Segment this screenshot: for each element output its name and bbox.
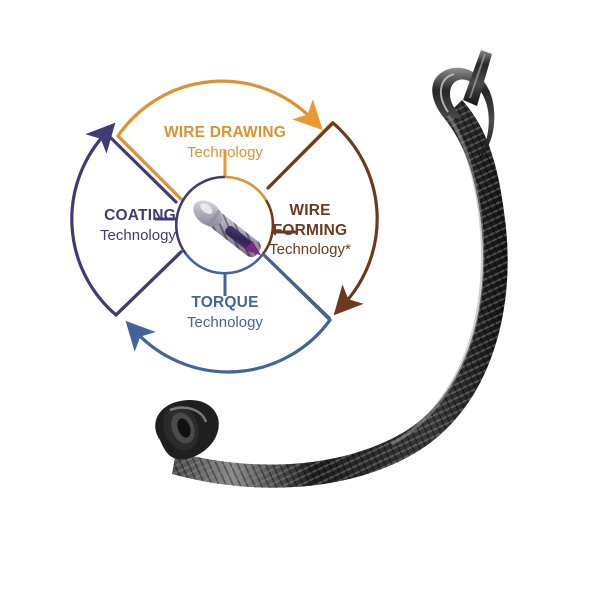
label-torque: TORQUE Technology: [187, 294, 263, 331]
wire-forming-subtitle: Technology*: [269, 241, 351, 258]
wire-drawing-title: WIRE DRAWING: [164, 124, 286, 141]
label-wire-forming: WIRE FORMING Technology*: [269, 202, 351, 258]
guidewire-tip-illustration: [193, 200, 262, 258]
wire-forming-title-line2: FORMING: [273, 222, 348, 239]
guidewire-tip-open-lumen: [155, 399, 219, 460]
wire-drawing-subtitle: Technology: [187, 144, 263, 161]
wire-forming-title-line1: WIRE: [289, 202, 330, 219]
label-coating: COATING Technology: [100, 207, 176, 244]
guidewire-proximal-end: [463, 50, 492, 106]
product-guidewire: [155, 50, 508, 488]
label-wire-drawing: WIRE DRAWING Technology: [164, 124, 286, 161]
guidewire-loop: [432, 67, 495, 158]
torque-subtitle: Technology: [187, 314, 263, 331]
coating-subtitle: Technology: [100, 227, 176, 244]
coating-title: COATING: [104, 207, 176, 224]
torque-title: TORQUE: [191, 294, 258, 311]
